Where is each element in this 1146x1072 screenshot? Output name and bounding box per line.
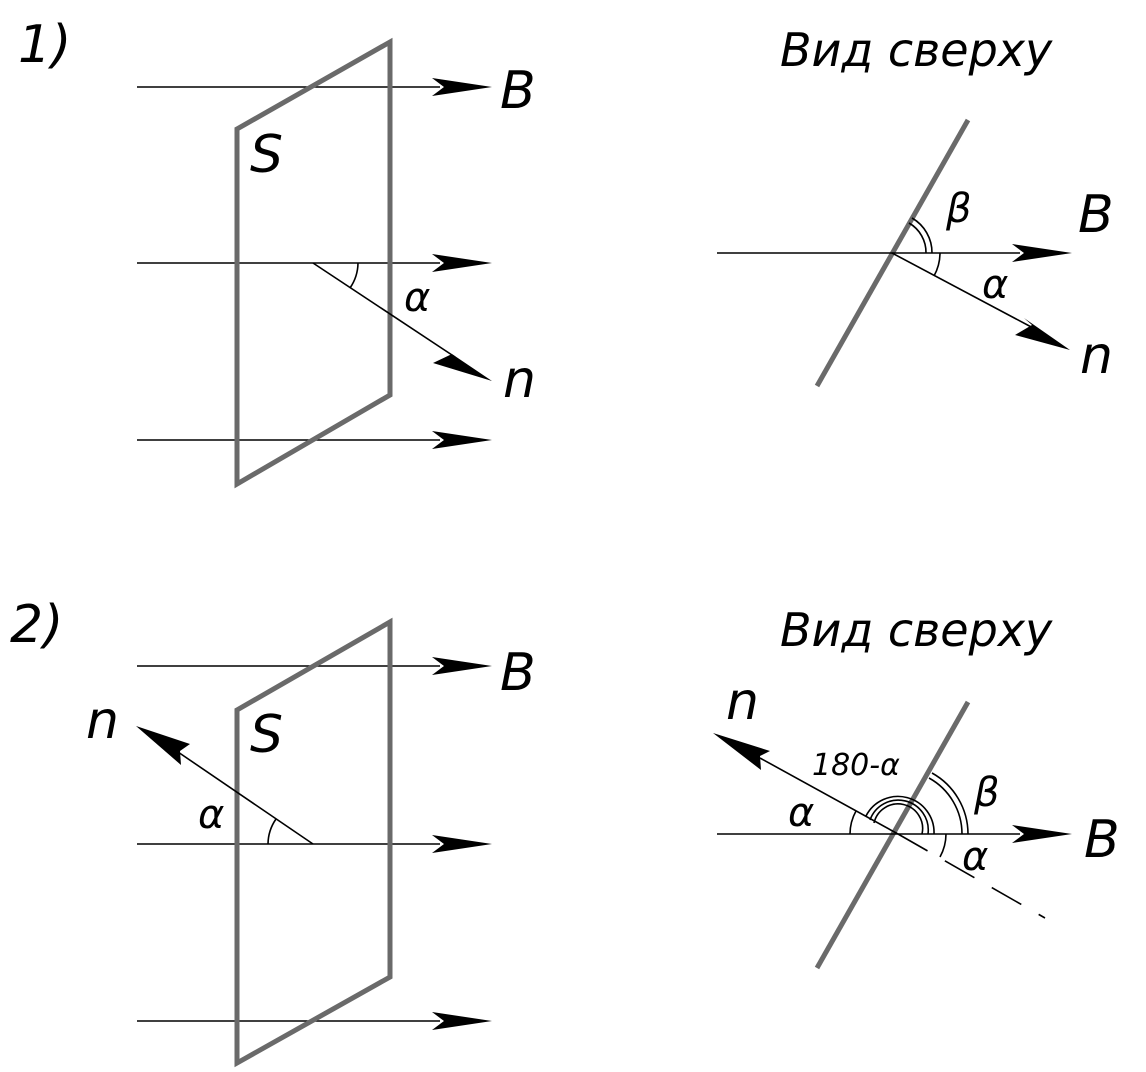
normal-label: n <box>1080 326 1113 386</box>
angle-label-supplement: 180-α <box>812 748 900 783</box>
normal-vector-line <box>177 751 314 845</box>
panel-2: 2) S B n α <box>10 595 536 1068</box>
normal-vector-line <box>891 252 1036 330</box>
angle-arc-supplement-2 <box>869 799 930 835</box>
angle-label-alpha: α <box>198 792 224 838</box>
field-arrowhead-3 <box>432 431 492 449</box>
top-view-1: Вид сверху β B α n <box>717 23 1114 388</box>
field-label: B <box>500 61 536 121</box>
normal-arrowhead <box>1015 318 1070 350</box>
normal-label: n <box>726 672 759 732</box>
angle-label-alpha: α <box>982 262 1008 308</box>
angle-arc-beta-inner <box>928 777 963 835</box>
normal-arrowhead <box>713 733 770 770</box>
surface-plate <box>234 617 393 1068</box>
normal-arrowhead <box>136 726 190 765</box>
angle-arc-alpha <box>349 262 359 289</box>
top-view-2-title: Вид сверху <box>780 603 1053 657</box>
surface-plate <box>234 37 393 489</box>
angle-arc-alpha-right <box>939 833 947 858</box>
angle-arc-beta-outer <box>931 772 969 835</box>
angle-arc-beta-outer <box>911 217 933 254</box>
angle-arc-alpha <box>933 252 941 277</box>
field-label: B <box>500 643 536 703</box>
panel-2-number: 2) <box>10 595 63 655</box>
field-arrowhead-1 <box>432 657 492 675</box>
field-label: B <box>1084 810 1120 870</box>
top-view-1-title: Вид сверху <box>780 23 1053 77</box>
field-arrowhead-1 <box>432 78 492 96</box>
panel-1: 1) S B α n <box>18 15 536 489</box>
field-label: B <box>1078 185 1114 245</box>
angle-arc-alpha <box>267 818 277 845</box>
angle-arc-beta-inner <box>908 222 927 254</box>
angle-label-alpha-right: α <box>962 834 988 880</box>
normal-arrowhead <box>433 348 492 381</box>
angle-arc-alpha-left <box>849 810 857 835</box>
panel-1-number: 1) <box>18 15 71 75</box>
field-arrowhead-2 <box>432 835 492 853</box>
field-arrowhead <box>1012 244 1072 262</box>
plate-edge <box>814 700 971 970</box>
top-view-2: Вид сверху n 180-α β α B α <box>713 603 1120 970</box>
field-arrowhead <box>1012 825 1072 843</box>
surface-label: S <box>250 705 283 765</box>
angle-label-beta: β <box>945 186 972 232</box>
angle-label-alpha: α <box>404 275 430 321</box>
normal-label: n <box>503 350 536 410</box>
angle-arc-supplement-1 <box>865 795 935 835</box>
normal-label: n <box>86 691 119 751</box>
normal-extension-dashed <box>897 833 1046 919</box>
normal-vector-line <box>312 262 456 358</box>
surface-label: S <box>250 125 283 185</box>
angle-arc-supplement-3 <box>873 803 924 835</box>
angle-label-alpha-left: α <box>788 790 814 836</box>
angle-label-beta: β <box>973 770 1000 816</box>
field-arrowhead-2 <box>432 254 492 272</box>
field-arrowhead-3 <box>432 1012 492 1030</box>
